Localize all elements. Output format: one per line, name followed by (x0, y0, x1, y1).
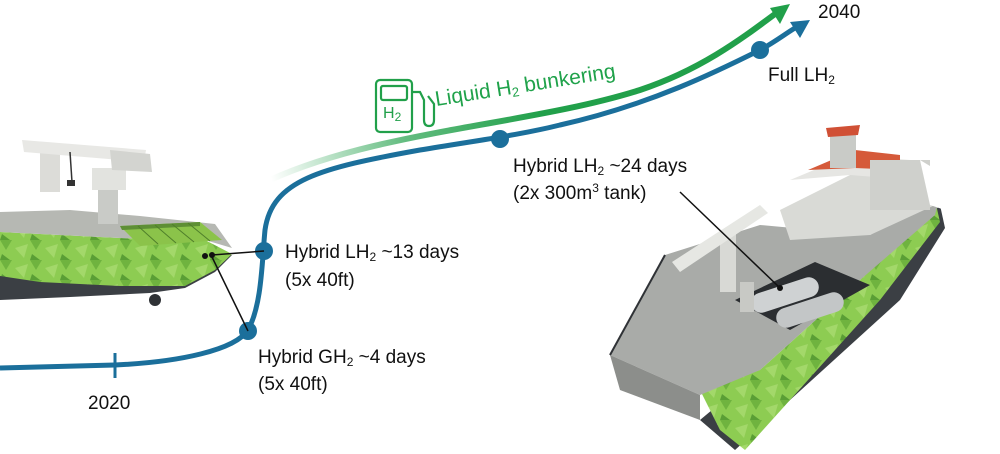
timeline-arrowhead (790, 20, 810, 38)
year-2040-label: 2040 (818, 2, 861, 23)
connector-lh2-13 (211, 250, 265, 256)
small-vessel-illustration (0, 140, 232, 306)
milestone-marker-lh2-24 (491, 130, 509, 148)
pump-h2-text: H2 (383, 105, 402, 124)
milestone-gh2-label: Hybrid GH2 ~4 days (258, 347, 426, 369)
milestone-full-lh2-label: Full LH2 (768, 65, 835, 87)
large-vessel-illustration (609, 125, 945, 450)
milestone-lh2-24-label: Hybrid LH2 ~24 days (513, 156, 688, 178)
year-2020-label: 2020 (88, 393, 131, 414)
milestone-lh2-13-detail: (5x 40ft) (285, 270, 355, 291)
milestone-marker-full-lh2 (751, 41, 769, 59)
milestone-lh2-13-label: Hybrid LH2 ~13 days (285, 242, 460, 264)
milestone-gh2-detail: (5x 40ft) (258, 374, 328, 395)
connector-lh2-24 (679, 191, 781, 289)
milestone-lh2-24-detail: (2x 300m3 tank) (513, 181, 647, 204)
connector-gh2 (211, 256, 249, 332)
bunkering-arrowhead (770, 4, 790, 24)
bunkering-arrow-line (267, 11, 778, 183)
hydrogen-pump-icon (374, 78, 436, 134)
